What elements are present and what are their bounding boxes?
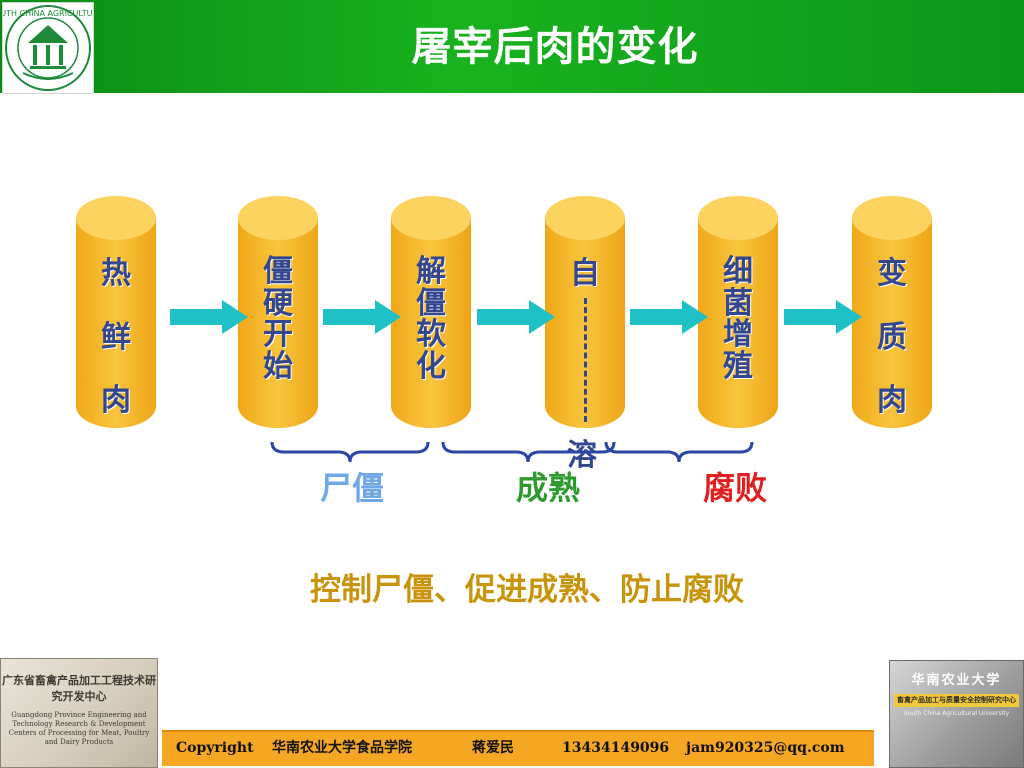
stage-label: 变 质 肉 — [852, 258, 932, 449]
stage-char: 始 — [238, 351, 318, 383]
autolysis-dashed-line — [584, 298, 587, 422]
footer-name: 蒋爱民 — [472, 732, 514, 764]
footer-bar: Copyright 华南农业大学食品学院 蒋爱民 13434149096 jam… — [162, 730, 874, 766]
phase-label-rigor: 尸僵 — [282, 463, 422, 509]
stage-hot-fresh-meat: 热 鲜 肉 — [76, 196, 156, 428]
plaque-en-text: Guangdong Province Engineering and Techn… — [1, 711, 157, 747]
stage-char: 僵 — [238, 256, 318, 288]
stage-label: 解 僵 软 化 — [391, 256, 471, 382]
footer-email: jam920325@qq.com — [686, 732, 845, 764]
stage-char: 开 — [238, 319, 318, 351]
stage-char: 肉 — [76, 385, 156, 417]
stage-char: 殖 — [698, 351, 778, 383]
stage-char: 肉 — [852, 385, 932, 417]
stage-char: 硬 — [238, 288, 318, 320]
stage-char: 变 — [852, 258, 932, 290]
phase-label-spoilage: 腐败 — [665, 463, 805, 509]
right-arrow-icon — [630, 300, 708, 334]
stage-char: 细 — [698, 256, 778, 288]
stage-char: 鲜 — [76, 322, 156, 354]
research-center-plaque: 广东省畜禽产品加工工程技术研究开发中心 Guangdong Province E… — [0, 658, 158, 768]
stage-char: 自 — [545, 258, 625, 290]
right-arrow-icon — [323, 300, 401, 334]
stage-char: 化 — [391, 351, 471, 383]
stage-char: 僵 — [391, 288, 471, 320]
footer-phone: 13434149096 — [562, 732, 669, 764]
stage-label: 细 菌 增 殖 — [698, 256, 778, 382]
plaque-lab-text: 畜禽产品加工与质量安全控制研究中心 — [894, 694, 1019, 707]
stage-bacterial-growth: 细 菌 增 殖 — [698, 196, 778, 428]
plaque-cn-text: 广东省畜禽产品加工工程技术研究开发中心 — [1, 673, 157, 705]
stage-rigor-resolution: 解 僵 软 化 — [391, 196, 471, 428]
stage-char: 软 — [391, 319, 471, 351]
plaque-small-text: South China Agricultural University — [890, 710, 1023, 717]
stage-char: 热 — [76, 258, 156, 290]
stage-label: 僵 硬 开 始 — [238, 256, 318, 382]
page-title: 屠宰后肉的变化 — [0, 14, 1024, 72]
right-arrow-icon — [170, 300, 248, 334]
footer-copyright: Copyright — [176, 732, 254, 764]
stage-char: 解 — [391, 256, 471, 288]
conclusion-text: 控制尸僵、促进成熟、防止腐败 — [220, 568, 810, 612]
stage-char: 质 — [852, 322, 932, 354]
stage-rigor-onset: 僵 硬 开 始 — [238, 196, 318, 428]
right-arrow-icon — [477, 300, 555, 334]
header-bar: 華南農業大學 SOUTH CHINA AGRICULTURAL UNIVERSI… — [0, 0, 1024, 93]
stage-spoiled-meat: 变 质 肉 — [852, 196, 932, 428]
footer-school: 华南农业大学食品学院 — [272, 732, 412, 764]
stage-char: 增 — [698, 319, 778, 351]
stage-char: 菌 — [698, 288, 778, 320]
stage-label: 热 鲜 肉 — [76, 258, 156, 449]
plaque-university-text: 华南农业大学 — [890, 669, 1023, 688]
phase-label-aging: 成熟 — [478, 463, 618, 509]
right-arrow-icon — [784, 300, 862, 334]
university-plaque: 华南农业大学 畜禽产品加工与质量安全控制研究中心 South China Agr… — [889, 660, 1024, 768]
stage-label: 自 — [545, 258, 625, 290]
